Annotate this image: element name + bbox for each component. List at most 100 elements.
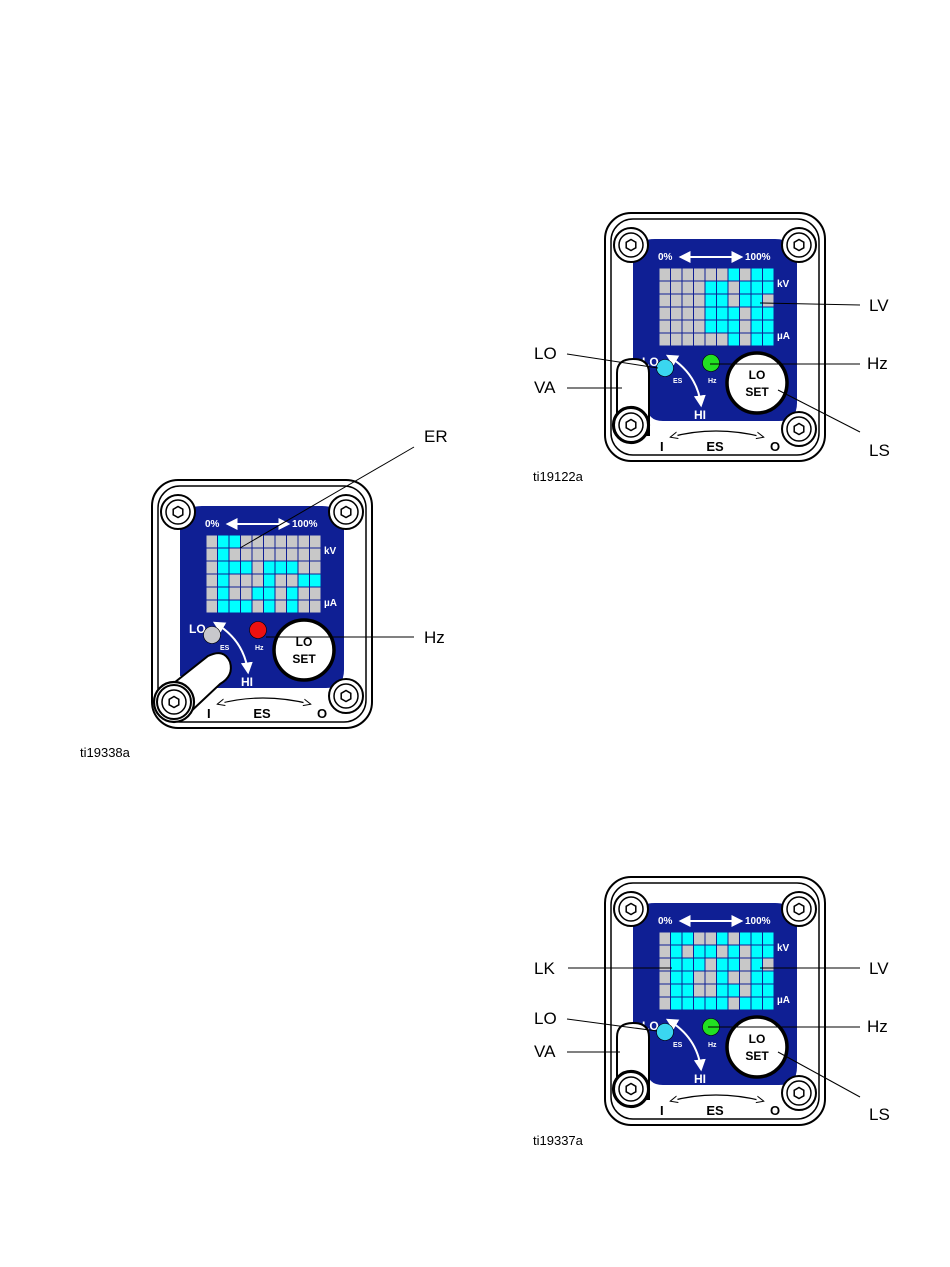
- hz-indicator-led: [703, 355, 720, 372]
- grid-cell-lit: [694, 958, 706, 971]
- grid-cell-unlit: [287, 535, 299, 548]
- grid-cell-lit: [717, 971, 729, 984]
- grid-cell-lit: [751, 281, 763, 294]
- grid-cell-lit: [671, 984, 683, 997]
- button-ring: [727, 1017, 787, 1077]
- es-lever[interactable]: [613, 1023, 649, 1107]
- grid-cell-unlit: [252, 561, 264, 574]
- grid-cell-lit: [275, 561, 287, 574]
- grid-cell-lit: [705, 294, 717, 307]
- label-lo: LO: [189, 622, 206, 636]
- grid-cell-lit: [218, 535, 230, 548]
- screw-top-left: [161, 495, 195, 529]
- lever-pivot-screw: [614, 1072, 648, 1106]
- grid-cell-unlit: [298, 535, 310, 548]
- grid-cell-lit: [310, 574, 322, 587]
- grid-cell-unlit: [740, 984, 752, 997]
- grid-cell-lit: [252, 587, 264, 600]
- grid-cell-lit: [740, 294, 752, 307]
- es-indicator-led: [657, 1024, 674, 1041]
- grid-cell-unlit: [275, 587, 287, 600]
- button-ring: [274, 620, 334, 680]
- grid-cell-unlit: [659, 320, 671, 333]
- grid-cell-unlit: [287, 574, 299, 587]
- grid-cell-unlit: [298, 561, 310, 574]
- grid-cell-lit: [682, 932, 694, 945]
- label-percent-high: 100%: [745, 252, 771, 263]
- grid-cell-lit: [717, 997, 729, 1010]
- grid-cell-unlit: [682, 281, 694, 294]
- grid-cell-lit: [751, 984, 763, 997]
- hex-socket-icon: [173, 507, 183, 518]
- grid-cell-lit: [264, 574, 276, 587]
- grid-cell-lit: [229, 535, 241, 548]
- grid-cell-lit: [751, 958, 763, 971]
- grid-cell-unlit: [705, 971, 717, 984]
- grid-cell-lit: [751, 997, 763, 1010]
- label-percent-low: 0%: [205, 519, 220, 530]
- grid-cell-unlit: [728, 932, 740, 945]
- grid-cell-lit: [717, 320, 729, 333]
- label-ua: µA: [777, 331, 790, 342]
- es-lever[interactable]: [613, 359, 649, 443]
- label-ua: µA: [777, 995, 790, 1006]
- grid-cell-unlit: [671, 268, 683, 281]
- hex-socket-icon: [626, 1084, 636, 1095]
- bar-graph-grid: [659, 268, 774, 346]
- grid-cell-unlit: [298, 548, 310, 561]
- grid-cell-lit: [218, 548, 230, 561]
- grid-cell-lit: [682, 984, 694, 997]
- grid-cell-unlit: [728, 997, 740, 1010]
- grid-cell-unlit: [275, 535, 287, 548]
- grid-cell-unlit: [206, 535, 218, 548]
- callout-label: ER: [424, 427, 448, 446]
- grid-cell-unlit: [694, 932, 706, 945]
- grid-cell-lit: [264, 587, 276, 600]
- switch-label-o: O: [770, 439, 780, 454]
- grid-cell-unlit: [206, 600, 218, 613]
- screw-bottom-right: [782, 412, 816, 446]
- grid-cell-lit: [671, 971, 683, 984]
- grid-cell-unlit: [241, 574, 253, 587]
- grid-cell-unlit: [728, 971, 740, 984]
- callout-label: LK: [534, 959, 555, 978]
- grid-cell-unlit: [206, 561, 218, 574]
- hex-socket-icon: [341, 691, 351, 702]
- screw-top-left: [614, 892, 648, 926]
- grid-cell-lit: [229, 600, 241, 613]
- callout-label: LO: [534, 1009, 557, 1028]
- grid-cell-lit: [751, 932, 763, 945]
- grid-cell-lit: [763, 320, 775, 333]
- grid-cell-unlit: [659, 971, 671, 984]
- grid-cell-lit: [218, 574, 230, 587]
- es-indicator-led: [204, 627, 221, 644]
- label-hz-small: Hz: [255, 645, 264, 652]
- grid-cell-lit: [763, 932, 775, 945]
- grid-cell-unlit: [740, 333, 752, 346]
- callout-label: Hz: [867, 1017, 888, 1036]
- grid-cell-unlit: [287, 548, 299, 561]
- switch-label-i: I: [207, 706, 211, 721]
- callout-label: LS: [869, 1105, 890, 1124]
- hex-socket-icon: [169, 697, 179, 708]
- screw-top-right: [782, 892, 816, 926]
- grid-cell-unlit: [740, 320, 752, 333]
- hex-socket-icon: [794, 1088, 804, 1099]
- switch-label-es: ES: [706, 1103, 724, 1118]
- label-hi: HI: [694, 408, 706, 422]
- button-label-set: SET: [292, 652, 316, 666]
- grid-cell-unlit: [252, 535, 264, 548]
- grid-cell-unlit: [694, 281, 706, 294]
- grid-cell-unlit: [682, 320, 694, 333]
- grid-cell-unlit: [740, 307, 752, 320]
- hex-socket-icon: [626, 240, 636, 251]
- grid-cell-lit: [717, 294, 729, 307]
- grid-cell-unlit: [659, 333, 671, 346]
- grid-cell-unlit: [740, 268, 752, 281]
- grid-cell-lit: [241, 561, 253, 574]
